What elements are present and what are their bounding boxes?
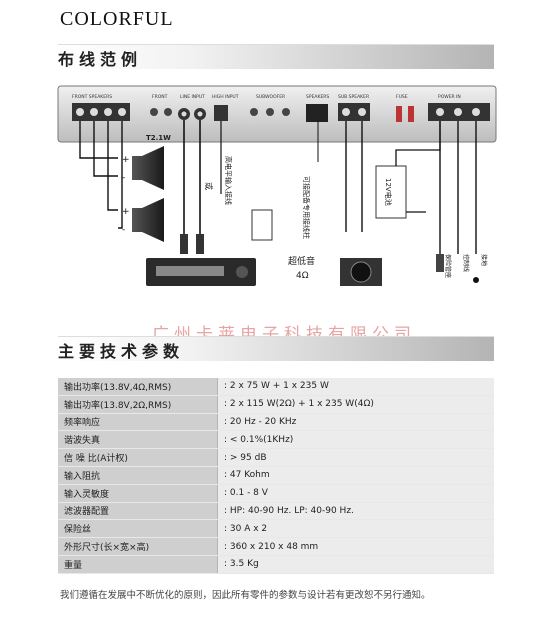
table-row: 滤波器配置: HP: 40-90 Hz. LP: 40-90 Hz. (58, 502, 494, 521)
table-row: 信 噪 比(A计权): > 95 dB (58, 448, 494, 467)
spec-value: : < 0.1%(1KHz) (217, 430, 494, 450)
section-header-wiring: 布线范例 (58, 44, 494, 69)
minus-sign-1: - (122, 173, 125, 183)
spec-value: : 0.1 - 8 V (217, 484, 494, 503)
speakers-out-label: SPEAKERS (306, 94, 329, 100)
fuse-holder (436, 254, 444, 272)
spec-value: : 2 x 75 W + 1 x 235 W (217, 378, 494, 396)
spec-label: 外形尺寸(长×宽×高) (58, 537, 218, 556)
table-row: 保险丝: 30 A x 2 (58, 519, 494, 539)
table-row: 输出功率(13.8V,2Ω,RMS): 2 x 115 W(2Ω) + 1 x … (58, 395, 494, 414)
spec-value: : HP: 40-90 Hz. LP: 40-90 Hz. (217, 502, 494, 521)
section-title-specs: 主要技术参数 (58, 342, 185, 361)
sub-speaker-terminals (338, 103, 370, 121)
subwoofer-label: SUBWOOFER (256, 94, 285, 100)
high-input-harness (251, 209, 273, 241)
spec-label: 输入灵敏度 (58, 484, 218, 503)
head-unit (146, 258, 256, 286)
spec-value: : 30 A x 2 (217, 519, 494, 539)
front-label: FRONT (152, 94, 168, 100)
power-in-label: POWER IN (438, 94, 461, 100)
fuse-note: 保险管座 (444, 254, 452, 278)
fuse-a (396, 106, 402, 122)
subwoofer-box (340, 258, 382, 286)
front-knobs (150, 108, 172, 116)
line-input-jacks (178, 108, 206, 120)
section-header-specs: 主要技术参数 (58, 336, 494, 361)
rca-plug-left (180, 234, 188, 254)
table-row: 重量: 3.5 Kg (58, 555, 494, 574)
spec-label: 保险丝 (58, 519, 218, 539)
plus-sign-1: + (122, 155, 130, 165)
high-input-label: HIGH INPUT (212, 94, 239, 100)
table-row: 输出功率(13.8V,4Ω,RMS): 2 x 75 W + 1 x 235 W (58, 378, 494, 396)
led-display (306, 104, 328, 122)
spec-value: : 3.5 Kg (217, 555, 494, 574)
battery-label: 12V电池 (384, 178, 393, 206)
plus-sign-2: + (122, 207, 130, 217)
remote-note: 控制线 (462, 254, 470, 272)
front-speakers-label: FRONT SPEAKERS (72, 94, 112, 100)
model-text: T2.1W (146, 134, 171, 142)
fuse-b (408, 106, 414, 122)
front-speaker-terminals (72, 103, 130, 121)
section-title-wiring: 布线范例 (58, 50, 143, 69)
spec-label: 重量 (58, 555, 218, 574)
spec-value: : > 95 dB (217, 448, 494, 467)
ground-note: 接地 (480, 254, 488, 266)
spec-label: 信 噪 比(A计权) (58, 448, 218, 467)
spec-label: 输入阻抗 (58, 466, 218, 485)
spec-label: 频率响应 (58, 413, 218, 432)
spec-label: 谐波失真 (58, 430, 218, 450)
spec-label: 输出功率(13.8V,4Ω,RMS) (58, 378, 218, 396)
table-row: 外形尺寸(长×宽×高): 360 x 210 x 48 mm (58, 537, 494, 556)
ground-terminal (473, 277, 479, 283)
minus-sign-2: - (122, 225, 125, 235)
high-input-plug (214, 105, 228, 121)
front-speaker-upper (132, 146, 164, 190)
table-row: 频率响应: 20 Hz - 20 KHz (58, 413, 494, 432)
speaker-terminal-note: 可接配备专用接线柱 (302, 176, 311, 239)
spec-value: : 47 Kohm (217, 466, 494, 485)
table-row: 输入阻抗: 47 Kohm (58, 466, 494, 485)
subwoofer-knobs (250, 108, 290, 116)
brand-logo: COLORFUL (60, 8, 174, 30)
line-input-label: LINE INPUT (180, 94, 205, 100)
spec-value: : 360 x 210 x 48 mm (217, 537, 494, 556)
sub-name-label: 超低音 (288, 255, 315, 267)
or-label: 或 (204, 182, 214, 190)
battery (375, 165, 407, 219)
wiring-diagram: FRONT SPEAKERS FRONT LINE INPUT HIGH INP… (57, 85, 497, 286)
spec-label: 输出功率(13.8V,2Ω,RMS) (58, 395, 218, 414)
front-speaker-lower (132, 198, 164, 242)
spec-label: 滤波器配置 (58, 502, 218, 521)
footer-note: 我们遵循在发展中不断优化的原则，因此所有零件的参数与设计若有更改恕不另行通知。 (60, 590, 431, 601)
sub-speaker-label: SUB SPEAKER (338, 94, 369, 100)
high-input-note: 高电平输入接线 (224, 156, 233, 205)
spec-table: 输出功率(13.8V,4Ω,RMS): 2 x 75 W + 1 x 235 W… (58, 378, 494, 574)
rca-plug-right (196, 234, 204, 254)
spec-value: : 20 Hz - 20 KHz (217, 413, 494, 432)
fuse-label: FUSE (396, 94, 408, 100)
table-row: 谐波失真: < 0.1%(1KHz) (58, 430, 494, 450)
sub-ohm-label: 4Ω (296, 271, 309, 281)
table-row: 输入灵敏度: 0.1 - 8 V (58, 484, 494, 503)
spec-value: : 2 x 115 W(2Ω) + 1 x 235 W(4Ω) (217, 395, 494, 414)
amplifier-panel (57, 85, 497, 143)
